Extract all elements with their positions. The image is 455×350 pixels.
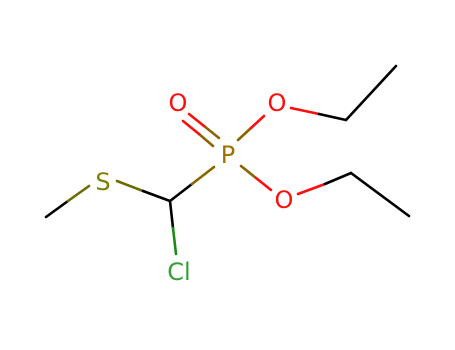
atom-oxygen-double-bond-label: O bbox=[169, 89, 188, 117]
double-bond-line-2-oxygen-half bbox=[181, 119, 201, 136]
bond-upper-ethyl-carbon-carbon bbox=[344, 64, 398, 122]
double-bond-line-2-phosphorus-half bbox=[197, 132, 215, 148]
bond-phosphorus-upper-oxygen bbox=[236, 114, 266, 142]
bond-carbon-chlorine bbox=[168, 199, 178, 256]
bond-lower-ethyl-carbon-carbon bbox=[349, 171, 411, 218]
bond-lower-oxygen-ethyl bbox=[296, 171, 353, 196]
bond-upper-o-ch2-oxygen-half bbox=[289, 106, 321, 116]
double-bond-line-1-phosphorus-half bbox=[202, 124, 221, 140]
bond-carbon-chlorine-chlorine-half bbox=[171, 226, 178, 256]
atom-phosphorus-label: P bbox=[221, 141, 235, 169]
bond-carbon-phosphorus-carbon-half bbox=[168, 182, 194, 203]
atom-oxygen-upper-ester-label: O bbox=[268, 89, 287, 117]
bond-lower-o-ch2-oxygen-half bbox=[296, 182, 327, 196]
bond-p-lower-o-phosphorus-half bbox=[239, 164, 258, 180]
bond-lower-o-ch2-carbon-half bbox=[323, 171, 353, 186]
bond-carbon-chlorine-carbon-half bbox=[168, 199, 175, 230]
bond-p-upper-o-oxygen-half bbox=[249, 114, 266, 130]
atom-sulfur-label: S bbox=[95, 168, 110, 196]
atom-chlorine-label: Cl bbox=[167, 258, 190, 286]
double-bond-line-1-oxygen-half bbox=[187, 112, 206, 128]
bond-sulfur-carbon-sulfur-half bbox=[115, 179, 145, 193]
bond-p-lower-o-oxygen-half bbox=[254, 176, 273, 192]
bond-p-upper-o-phosphorus-half bbox=[236, 126, 253, 142]
bond-phosphorus-oxygen-double bbox=[181, 112, 221, 148]
bond-upper-oxygen-ethyl bbox=[289, 106, 348, 122]
bond-methyl-sulfur-carbon-half bbox=[44, 199, 70, 219]
bond-upper-o-ch2-carbon-half bbox=[317, 112, 348, 122]
bond-carbon-phosphorus bbox=[168, 165, 216, 203]
bond-methyl-sulfur-sulfur-half bbox=[66, 184, 91, 203]
bond-sulfur-carbon-carbon-half bbox=[141, 189, 172, 203]
bond-phosphorus-lower-oxygen bbox=[239, 164, 273, 192]
bond-carbon-phosphorus-phosphorus-half bbox=[190, 165, 216, 186]
bond-sulfur-chloromethyl-carbon bbox=[115, 179, 172, 203]
atom-oxygen-lower-ester-label: O bbox=[275, 186, 294, 214]
bond-methyl-sulfur bbox=[44, 184, 91, 219]
